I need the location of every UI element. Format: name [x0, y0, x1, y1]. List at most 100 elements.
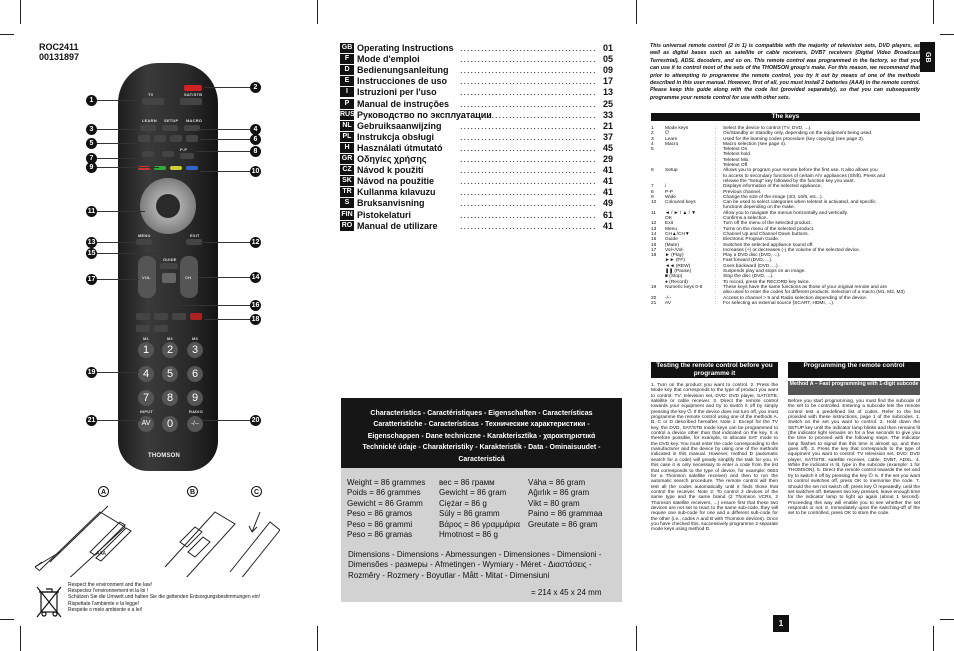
toc-language-code: CZ — [340, 165, 354, 176]
battery-type: AAA — [96, 551, 107, 557]
crop-mark — [317, 626, 318, 651]
digit-key-2: 2 — [162, 342, 178, 358]
key-description: Increases (+) or decreases (-) the volum… — [723, 247, 861, 253]
toc-page: 01 — [600, 43, 613, 54]
toc-title: Руководство по эксплуатации — [357, 109, 492, 120]
key-row: 20-/--:Access to channel > 9 and Radio s… — [651, 296, 919, 301]
tv-label: TV — [148, 92, 154, 97]
callout-line — [176, 305, 250, 306]
crop-mark — [940, 34, 954, 35]
key-separator: : — [715, 136, 717, 142]
key-separator: : — [715, 157, 717, 163]
learn-label: LEARN — [142, 118, 157, 123]
weight-entry: Peso = 86 gramos — [347, 509, 413, 519]
digit-key-5: 5 — [162, 366, 178, 382]
fast-forward-key — [172, 313, 186, 320]
key-description: To record, press the RECORD key twice. — [723, 279, 810, 285]
key-name: -/-- — [665, 295, 672, 301]
setup-label: SETUP — [164, 118, 179, 123]
toc-title: Gebruiksaanwijzing — [357, 120, 442, 131]
toc-leader: ........................................… — [460, 43, 597, 53]
key-description: Access to channel > 9 and Radio selectio… — [723, 295, 868, 301]
key-separator: : — [715, 163, 717, 169]
callout-3: 3 — [86, 124, 97, 135]
key-description: Play a DVD disc (DVD, ...). — [723, 253, 781, 259]
callout-line — [97, 143, 139, 144]
key-description: Used for the learning codes procedure (k… — [723, 136, 865, 142]
toc-page: 37 — [600, 131, 613, 143]
key-description: Confirms a selection. — [723, 216, 768, 222]
menu-label: MENU — [138, 233, 151, 238]
toc-leader: ........................................… — [460, 109, 597, 120]
input-label: INPUT — [140, 409, 153, 414]
callout-6: 6 — [250, 134, 261, 145]
key-separator: : — [715, 269, 717, 275]
dimensions-value: = 214 x 45 x 24 mm — [531, 588, 602, 597]
toc-page: 41 — [600, 187, 613, 199]
language-tab: GB — [920, 42, 935, 72]
keys-heading: The keys — [651, 113, 920, 121]
key-description: Teletext hold. — [723, 152, 752, 158]
testing-heading: Testing the remote control before you pr… — [651, 362, 778, 378]
key-number: 4 — [651, 141, 654, 147]
model-code: ROC2411 — [39, 42, 79, 52]
key-number: 21 — [651, 300, 657, 306]
key-name: Guide — [665, 237, 678, 243]
key-name: Coloured keys — [665, 200, 696, 206]
callout-21: 21 — [86, 415, 97, 426]
digit-key-4: 4 — [138, 366, 154, 382]
key-number: 19 — [651, 284, 657, 290]
weights-column-3: Váha = 86 gram Ağırlık = 86 gram Vikt = … — [528, 478, 603, 530]
key-separator: : — [715, 295, 717, 301]
key-separator: : — [715, 300, 717, 306]
toc-title: Návod k použití — [357, 165, 424, 176]
toc-language-code: P — [340, 98, 354, 109]
step-b-label: B — [187, 486, 198, 497]
toc-language-code: D — [340, 65, 354, 76]
weight-entry: Βάρος = 86 γραμμάρια — [439, 519, 521, 529]
toc-language-code: PL — [340, 131, 354, 142]
m1-label: M1 — [143, 336, 149, 341]
callout-line — [204, 319, 250, 320]
ch-label: CH — [185, 275, 192, 280]
toc-leader: ........................................… — [460, 209, 597, 220]
toc-leader: ........................................… — [460, 98, 597, 109]
wide-key — [162, 151, 174, 157]
pp-key — [180, 153, 194, 159]
digit-key-3: 3 — [187, 342, 203, 358]
toc-title: Használati útmutató — [357, 142, 443, 153]
toc-page: 29 — [600, 154, 613, 165]
toc-leader: ........................................… — [460, 165, 597, 176]
crop-mark — [636, 626, 637, 651]
key-number: 15 — [651, 237, 657, 243]
crop-mark — [20, 626, 21, 651]
key-name: i — [665, 184, 667, 190]
key-name: ►► (FF) — [665, 258, 685, 264]
av-key: AV — [138, 416, 154, 432]
m3-label: M3 — [192, 336, 198, 341]
key-number: 8 — [651, 189, 654, 195]
toc-language-code: H — [340, 142, 354, 153]
key-number: 12 — [651, 221, 657, 227]
mute-key — [162, 273, 176, 283]
key-row: OK:Confirms a selection. — [651, 216, 919, 221]
satstb-label: SAT/STB — [184, 92, 203, 97]
ok-key — [156, 194, 180, 218]
dash-key: -/-- — [187, 416, 203, 432]
testing-body: 1. Turn on the product you want to contr… — [651, 383, 778, 533]
key-number: 5 — [651, 147, 654, 153]
weight-entry: Poids = 86 grammes — [347, 488, 421, 498]
info-key — [142, 151, 154, 157]
key-separator: : — [715, 253, 717, 259]
toc-leader: ........................................… — [460, 87, 597, 98]
